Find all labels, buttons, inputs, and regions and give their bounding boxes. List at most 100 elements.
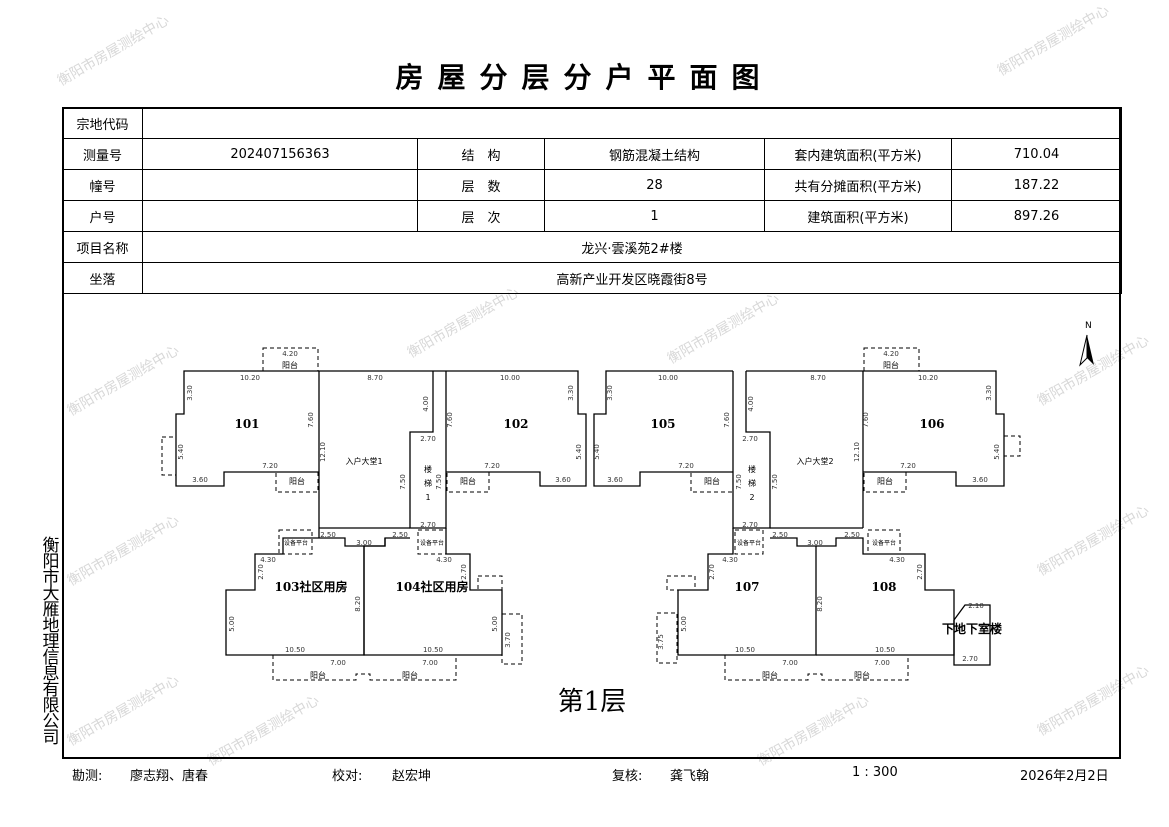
niche-outline: [161, 436, 177, 476]
dimension-label: 10.50: [423, 646, 443, 654]
basement-stair-outline: [953, 604, 991, 666]
dimension-label: 7.50: [735, 474, 743, 490]
dimension-label: 7.00: [874, 659, 890, 667]
dimension-label: 2.70: [916, 564, 924, 580]
building-no-value: [142, 169, 418, 201]
equipment-platform-label: 设备平台: [420, 539, 444, 547]
lobby-label: 入户大堂1: [345, 456, 382, 466]
checker-name: 赵宏坤: [392, 769, 432, 784]
dimension-label: 3.00: [356, 539, 372, 547]
unit-105-outline: [593, 370, 733, 487]
dimension-label: 4.30: [260, 556, 276, 564]
balcony-label: 阳台: [310, 670, 326, 680]
stair-label: 1: [425, 493, 430, 502]
dimension-label: 2.70: [708, 564, 716, 580]
room-label: 下地下室楼: [942, 621, 1002, 636]
dimension-label: 2.50: [320, 531, 336, 539]
balcony-label: 阳台: [402, 670, 418, 680]
room-label: 103社区用房: [274, 579, 347, 594]
dimension-label: 7.50: [771, 474, 779, 490]
dimension-label: 8.70: [367, 374, 383, 382]
dimension-label: 10.20: [918, 374, 938, 382]
unit-108-outline: [816, 537, 955, 656]
niche-outline: [666, 575, 696, 591]
surveyor-label: 勘测:: [72, 769, 103, 784]
dimension-label: 5.40: [177, 444, 185, 460]
stair-label: 楼: [748, 464, 756, 474]
date: 2026年2月2日: [1020, 769, 1109, 784]
balcony-outline: [724, 655, 909, 681]
balcony-outline: [863, 471, 907, 493]
location-value: 高新产业开发区晓霞街8号: [142, 262, 1122, 294]
walls: [175, 370, 1005, 666]
company-name-vertical: 衡阳市大雁地理信息有限公司: [42, 536, 60, 748]
dimension-label: 4.20: [282, 350, 298, 358]
dimension-label: 7.50: [399, 474, 407, 490]
niche-outline: [501, 613, 523, 665]
unit-no-label: 户号: [62, 200, 143, 232]
dimension-label: 2.10: [968, 602, 984, 610]
equipment-platform-label: 设备平台: [737, 539, 761, 547]
dimension-label: 4.30: [722, 556, 738, 564]
dimension-label: 4.00: [747, 396, 755, 412]
floors-value: 28: [544, 169, 765, 201]
dimension-label: 5.00: [228, 616, 236, 632]
dimension-label: 12.10: [853, 442, 861, 462]
balcony-label: 阳台: [460, 476, 476, 486]
scale: 1 : 300: [852, 765, 898, 780]
dimension-label: 7.60: [446, 412, 454, 428]
dimension-label: 7.60: [723, 412, 731, 428]
room-label: 108: [871, 580, 896, 594]
unit-103-outline: [225, 528, 365, 656]
dimension-label: 7.60: [307, 412, 315, 428]
unit-107-outline: [677, 528, 817, 656]
project-label: 项目名称: [62, 231, 143, 263]
balcony-label: 阳台: [883, 360, 899, 370]
dimension-label: 3.70: [504, 632, 512, 648]
dimension-label: 10.20: [240, 374, 260, 382]
dimension-label: 8.20: [816, 596, 824, 612]
equipment-platform-outline: [278, 529, 313, 555]
balcony-outline: [262, 347, 319, 372]
unit-102-outline: [446, 370, 587, 487]
dimension-label: 4.30: [436, 556, 452, 564]
dimension-label: 5.40: [575, 444, 583, 460]
building-no-label: 幢号: [62, 169, 143, 201]
balcony-outline: [446, 471, 490, 493]
dimension-label: 4.30: [889, 556, 905, 564]
room-label: 107: [734, 580, 759, 594]
shared-area-value: 187.22: [951, 169, 1122, 201]
dimension-label: 4.00: [422, 396, 430, 412]
balcony-label: 阳台: [282, 360, 298, 370]
balcony-label: 阳台: [289, 476, 305, 486]
balconies: [161, 347, 1021, 681]
balcony-outline: [690, 471, 734, 493]
balcony-label: 阳台: [877, 476, 893, 486]
dimension-label: 3.30: [606, 385, 614, 401]
dimension-label: 10.50: [875, 646, 895, 654]
balcony-outline: [272, 655, 457, 681]
balcony-label: 阳台: [704, 476, 720, 486]
dimension-label: 12.10: [319, 442, 327, 462]
room-label: 105: [650, 417, 675, 431]
dimension-label: 7.00: [422, 659, 438, 667]
dimension-label: 2.70: [460, 564, 468, 580]
unit-104-outline: [363, 528, 503, 656]
dimension-label: 2.70: [742, 521, 758, 529]
dimension-label: 10.50: [285, 646, 305, 654]
document-title: 房屋分层分户平面图: [395, 61, 774, 94]
dimension-label: 2.70: [420, 521, 436, 529]
checker-label: 校对:: [332, 769, 363, 784]
dimension-label: 7.20: [900, 462, 916, 470]
dimension-label: 7.20: [678, 462, 694, 470]
dimension-label: 3.30: [567, 385, 575, 401]
room-label: 102: [503, 417, 528, 431]
lobby-label: 入户大堂2: [796, 456, 833, 466]
reviewer-label: 复核:: [612, 769, 643, 784]
room-label: 106: [919, 417, 944, 431]
dimension-label: 3.60: [192, 476, 208, 484]
niche-outline: [477, 575, 503, 591]
dimension-label: 10.00: [658, 374, 678, 382]
